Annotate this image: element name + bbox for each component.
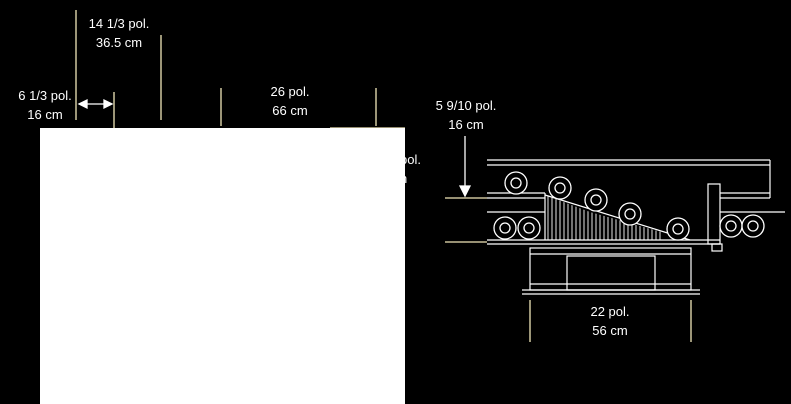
base-housing (522, 247, 700, 295)
height-arrow (458, 136, 472, 198)
roller (517, 216, 541, 240)
roller (618, 202, 642, 226)
dimension-height-imperial: 5 9/10 pol. (435, 98, 497, 113)
dimension-offset-imperial: 6 1/3 pol. (18, 88, 72, 103)
dimension-label-depth: 14 1/3 pol. 36.5 cm (76, 14, 162, 52)
dimension-depth-metric: 36.5 cm (95, 35, 143, 50)
dimension-base-metric: 56 cm (592, 323, 628, 338)
dimension-offset-metric: 16 cm (27, 107, 63, 122)
dimension-label-partial: pol. n (400, 150, 434, 188)
roller (493, 216, 517, 240)
roller (666, 217, 690, 241)
dimension-span-metric: 66 cm (272, 103, 308, 118)
dimension-lines-right (445, 197, 692, 342)
dimension-label-offset: 6 1/3 pol. 16 cm (3, 86, 87, 124)
roller (548, 176, 572, 200)
dimension-partial-imperial: pol. (400, 152, 421, 167)
dimension-label-base: 22 pol. 56 cm (570, 302, 650, 340)
dimension-label-span: 26 pol. 66 cm (250, 82, 330, 120)
dimension-base-imperial: 22 pol. (590, 304, 630, 319)
dimension-span-imperial: 26 pol. (270, 84, 310, 99)
white-panel (40, 128, 405, 404)
dimension-height-metric: 16 cm (448, 117, 484, 132)
dimension-depth-imperial: 14 1/3 pol. (88, 16, 150, 31)
roller (719, 214, 743, 238)
dimension-label-height: 5 9/10 pol. 16 cm (420, 96, 512, 134)
dimension-partial-metric: n (400, 171, 408, 186)
rollers-lower (493, 214, 765, 240)
offset-arrow (77, 98, 114, 110)
conveyor-frame (487, 159, 785, 252)
roller (584, 188, 608, 212)
rollers-upper (504, 171, 690, 241)
roller (504, 171, 528, 195)
roller (741, 214, 765, 238)
